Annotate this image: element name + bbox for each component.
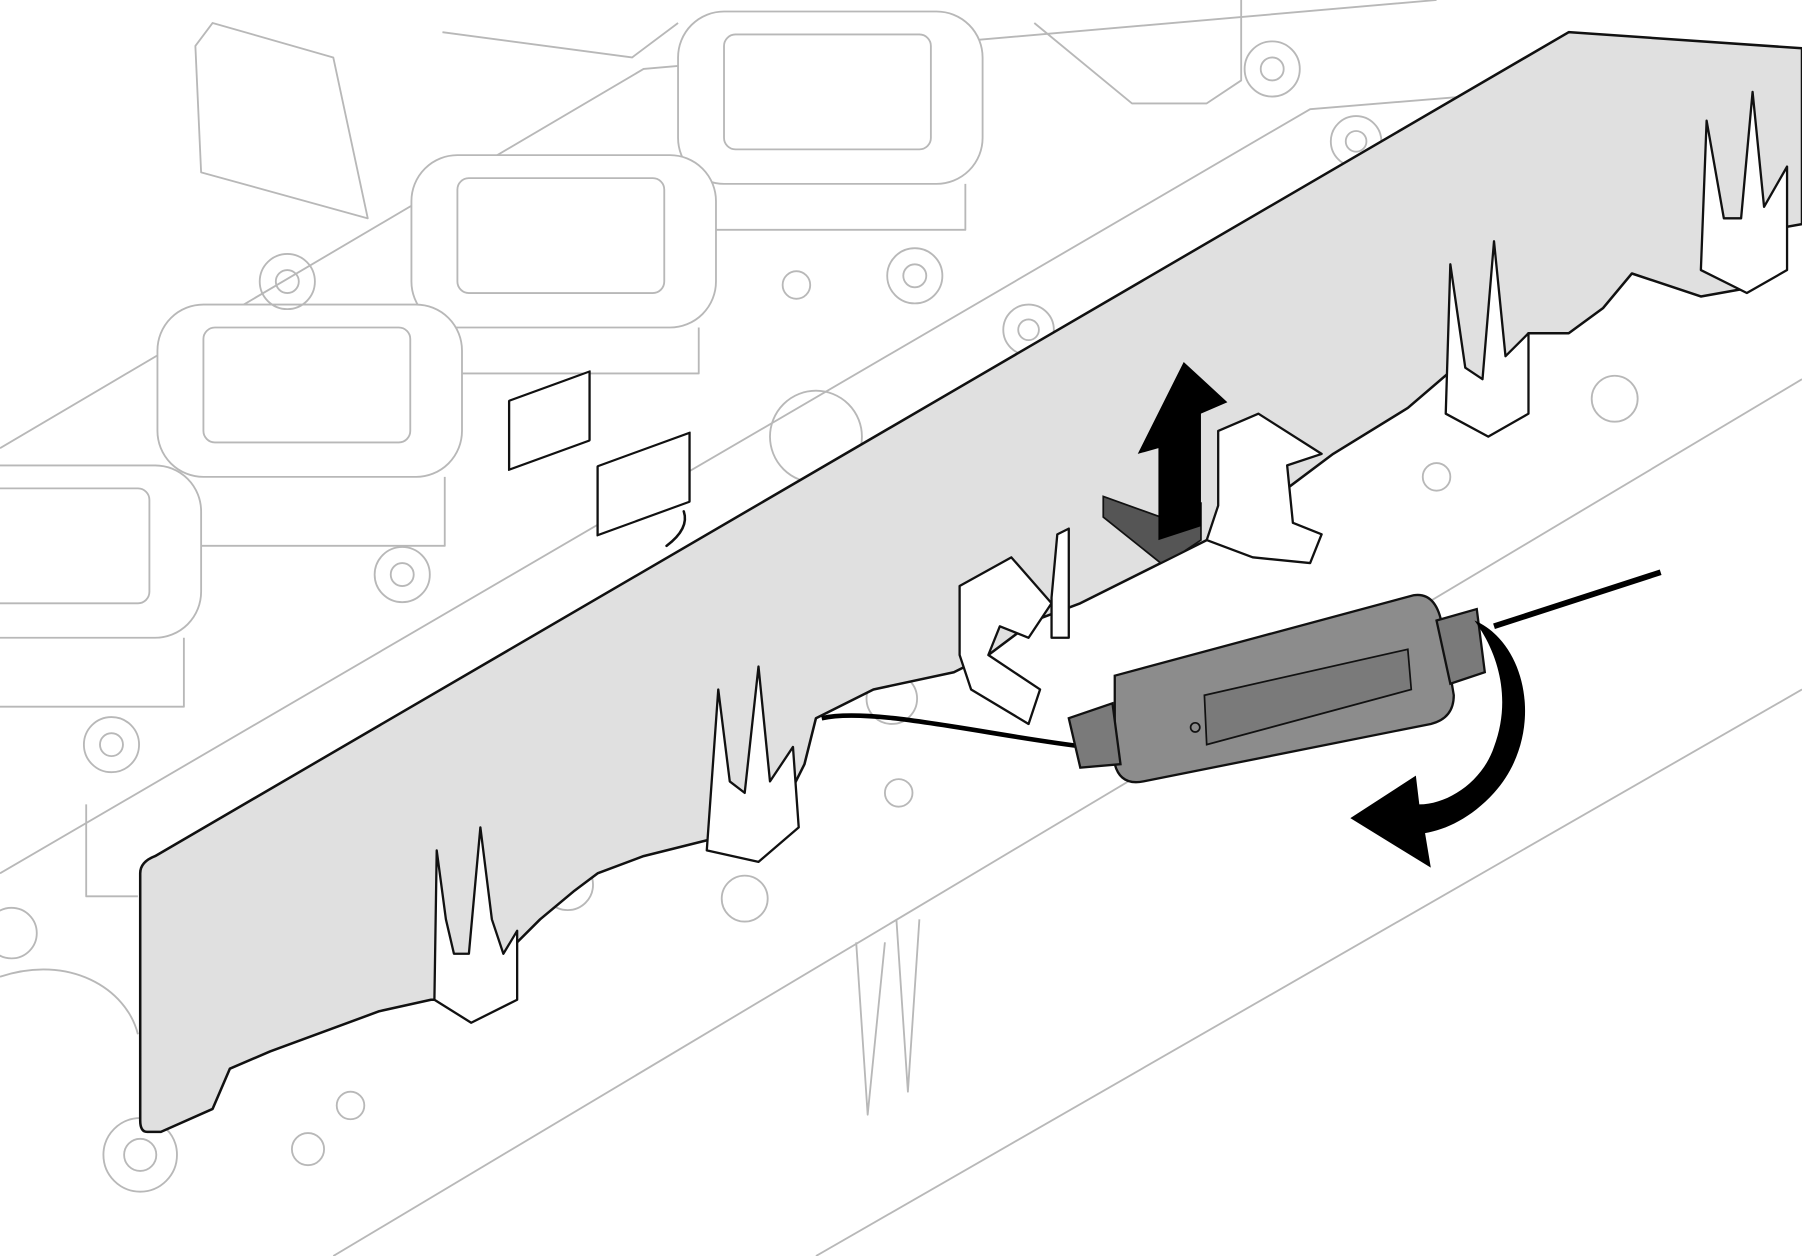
socket (677, 10, 984, 231)
socket (0, 464, 203, 708)
sensor-cable (821, 569, 1662, 750)
rotate-arrow-icon (1350, 620, 1526, 868)
up-arrow-icon (1137, 361, 1228, 541)
cable-connector (507, 370, 1202, 565)
connector-sockets (0, 10, 984, 708)
sensor-module (1067, 593, 1487, 784)
socket (410, 154, 717, 375)
socket (156, 303, 463, 547)
bracket-clips (433, 90, 1789, 1024)
